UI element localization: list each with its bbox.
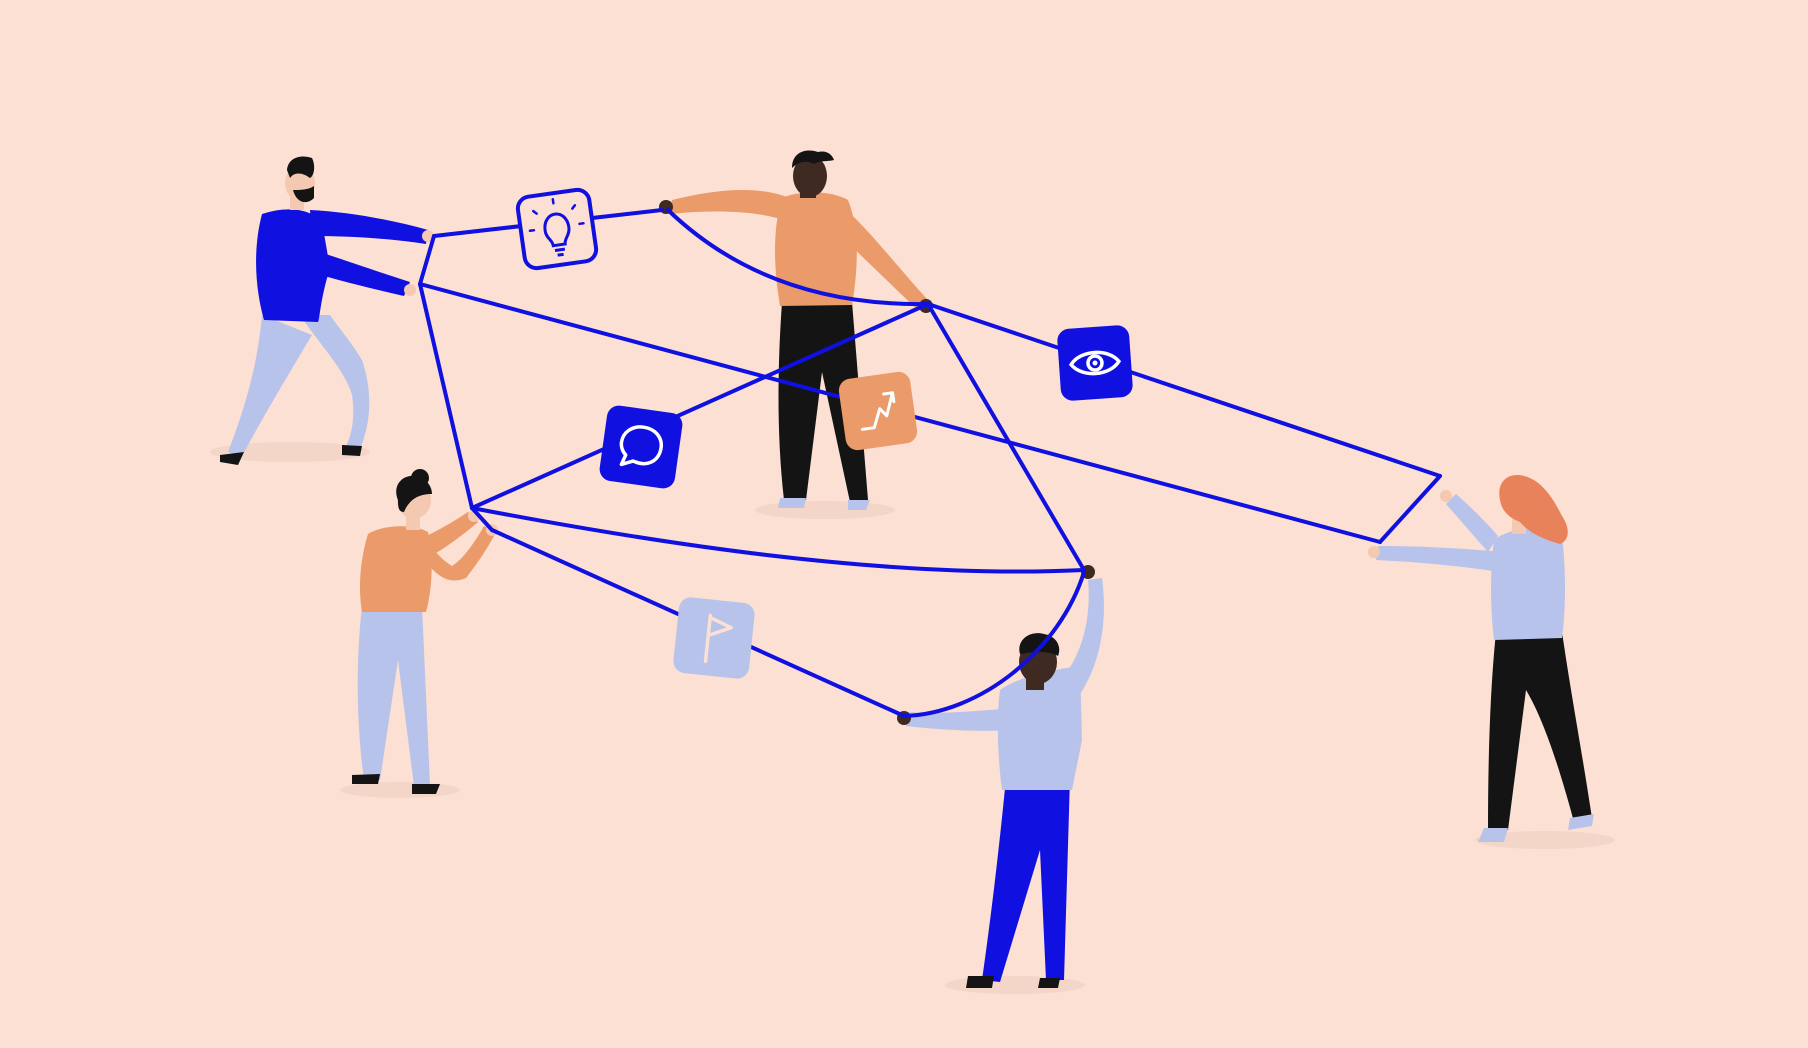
lightbulb-icon — [515, 187, 599, 271]
flag-icon — [673, 597, 755, 679]
person-redhead-woman — [1368, 475, 1594, 842]
eye-icon — [1057, 325, 1133, 401]
person-bun-woman — [352, 469, 498, 794]
trend-arrow-icon — [838, 371, 918, 451]
person-front-man — [897, 565, 1104, 988]
person-top-man — [659, 150, 933, 510]
person-bearded-man — [220, 156, 434, 465]
chat-bubble-icon — [599, 405, 683, 489]
